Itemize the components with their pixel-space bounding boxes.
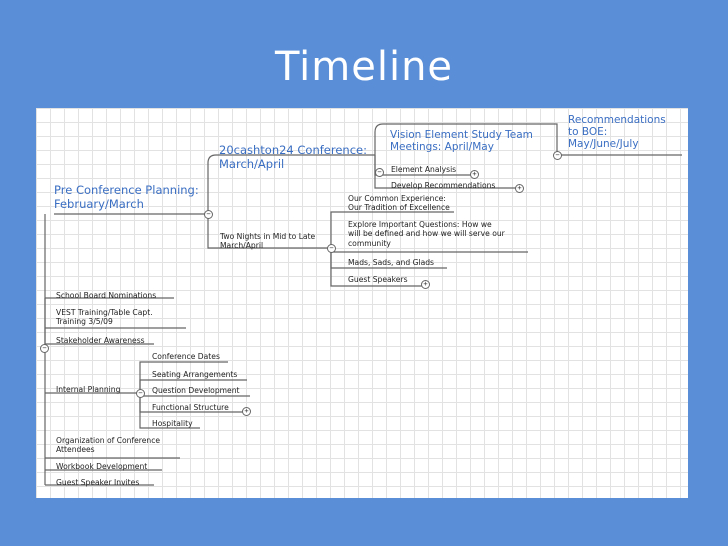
collapse-toggle-recommendations[interactable]: − [553, 151, 562, 160]
node-vest-line1: VEST Training/Table Capt. [56, 308, 153, 317]
node-workbook-development[interactable]: Workbook Development [56, 462, 148, 471]
node-stakeholder-awareness[interactable]: Stakeholder Awareness [56, 336, 145, 345]
node-two-nights-line2: March/April [220, 241, 264, 251]
node-questions-line2: will be defined and how we will serve ou… [348, 229, 505, 239]
expand-toggle-develop-recommendations[interactable]: + [515, 184, 524, 193]
node-develop-recommendations[interactable]: Develop Recommendations [391, 181, 496, 190]
collapse-toggle-pre-conference[interactable]: − [204, 210, 213, 219]
node-recommendations-line1: Recommendations [568, 114, 666, 126]
expand-toggle-guest-speakers[interactable]: + [421, 280, 430, 289]
collapse-toggle-root[interactable]: − [40, 344, 49, 353]
node-recommendations-line2: to BOE: [568, 126, 608, 139]
mind-map-canvas: Pre Conference Planning: February/March … [36, 108, 688, 498]
connector-common [330, 211, 454, 248]
node-seating-arrangements[interactable]: Seating Arrangements [152, 370, 238, 379]
node-pre-conference[interactable]: Pre Conference Planning: February/March [54, 183, 199, 212]
node-organization-line2: Attendees [56, 445, 95, 455]
node-recommendations-line3: May/June/July [568, 138, 639, 151]
node-two-nights-line1: Two Nights in Mid to Late [220, 232, 316, 241]
expand-toggle-functional-structure[interactable]: + [242, 407, 251, 416]
node-organization-line1: Organization of Conference [56, 436, 161, 445]
node-common-line2: Our Tradition of Excellence [348, 203, 450, 213]
node-conference[interactable]: 20cashton24 Conference: March/April [219, 143, 367, 172]
node-vest-line2: Training 3/5/09 [56, 317, 113, 327]
node-school-board-nominations[interactable]: School Board Nominations [56, 291, 157, 300]
node-mads-sads-glads[interactable]: Mads, Sads, and Glads [348, 258, 435, 267]
collapse-toggle-two-nights[interactable]: − [327, 244, 336, 253]
node-vest-training[interactable]: VEST Training/Table Capt. Training 3/5/0… [56, 308, 153, 327]
node-pre-conference-line1: Pre Conference Planning: [54, 183, 199, 197]
node-question-development[interactable]: Question Development [152, 386, 240, 395]
node-hospitality[interactable]: Hospitality [152, 419, 193, 428]
node-conference-dates[interactable]: Conference Dates [152, 352, 220, 361]
mind-map-connectors [44, 123, 682, 486]
node-common-line1: Our Common Experience: [348, 194, 446, 203]
connector-two-nights [207, 214, 331, 249]
node-conference-line2: March/April [219, 156, 285, 171]
collapse-toggle-vision[interactable]: − [375, 168, 384, 177]
expand-toggle-element-analysis[interactable]: + [470, 170, 479, 179]
node-two-nights[interactable]: Two Nights in Mid to Late March/April [220, 232, 315, 251]
node-vision-study-team[interactable]: Vision Element Study Team Meetings: Apri… [390, 129, 533, 153]
connector-vision [374, 123, 682, 156]
node-vision-line1: Vision Element Study Team [390, 129, 533, 141]
node-questions-line3: community [348, 238, 391, 248]
node-important-questions[interactable]: Explore Important Questions: How we will… [348, 220, 505, 248]
node-guest-speaker-invites[interactable]: Guest Speaker Invites [56, 478, 140, 487]
node-internal-planning[interactable]: Internal Planning [56, 385, 121, 394]
node-recommendations[interactable]: Recommendations to BOE: May/June/July [568, 114, 666, 150]
node-functional-structure[interactable]: Functional Structure [152, 403, 229, 412]
slide-title: Timeline [274, 44, 454, 90]
node-vision-line2: Meetings: April/May [390, 141, 494, 154]
connector-conference [207, 154, 375, 214]
node-conference-line1: 20cashton24 Conference: [219, 143, 367, 157]
node-organization-attendees[interactable]: Organization of Conference Attendees [56, 436, 160, 455]
connector-seating [139, 379, 247, 393]
node-pre-conference-line2: February/March [54, 196, 144, 211]
connector-questions [330, 248, 528, 253]
node-questions-line1: Explore Important Questions: How we [348, 220, 492, 229]
node-guest-speakers[interactable]: Guest Speakers [348, 275, 408, 284]
connector-guest [330, 248, 424, 287]
node-common-experience[interactable]: Our Common Experience: Our Tradition of … [348, 194, 450, 213]
connector-hospitality [139, 393, 200, 429]
connector-develop-rec [374, 155, 518, 189]
node-element-analysis[interactable]: Element Analysis [391, 165, 457, 174]
collapse-toggle-internal-planning[interactable]: − [136, 389, 145, 398]
